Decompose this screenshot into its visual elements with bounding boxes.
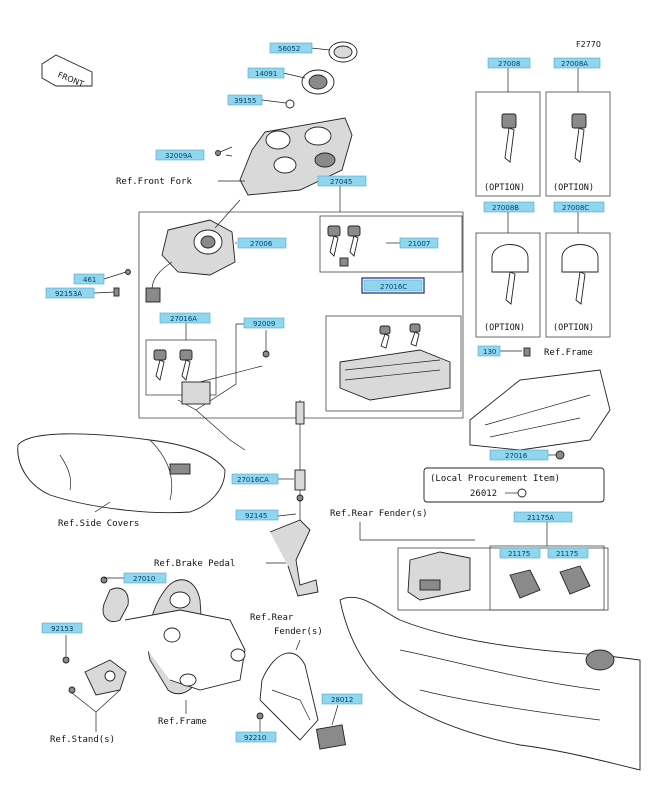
rear-fender-flap: [259, 652, 347, 750]
callout-21175a: 21175A: [513, 511, 573, 523]
seat-lock-cable: [294, 400, 306, 502]
svg-text:21175: 21175: [508, 550, 530, 558]
svg-text:27008B: 27008B: [492, 204, 519, 212]
callout-27010: 27010: [123, 572, 167, 584]
callout-92153a: 92153A: [45, 287, 95, 299]
svg-text:27010: 27010: [133, 575, 155, 583]
rear-frame-section: [469, 347, 611, 460]
callout-92145: 92145: [235, 509, 279, 521]
key-set-box: [319, 215, 463, 273]
svg-text:92210: 92210: [244, 734, 266, 742]
ref-front-fork: Ref.Front Fork: [116, 177, 192, 187]
license-light: [407, 551, 471, 601]
svg-text:92153A: 92153A: [55, 290, 82, 298]
key-set-27045: [327, 225, 361, 267]
ref-rear-fender-mid-2: Fender(s): [274, 627, 323, 637]
svg-text:27008: 27008: [498, 60, 520, 68]
frame-bracket: [100, 576, 246, 695]
svg-text:39155: 39155: [234, 97, 256, 105]
callout-39155: 39155: [227, 94, 263, 106]
svg-text:28012: 28012: [331, 696, 353, 704]
callout-27016: 27016: [489, 449, 549, 461]
rear-fender: [339, 596, 641, 771]
callout-130: 130: [477, 345, 501, 357]
figure-code: F2770: [576, 40, 601, 49]
ref-frame-bottom: Ref.Frame: [158, 717, 207, 727]
callout-28012: 28012: [321, 693, 363, 705]
callout-21175-1: 21175: [499, 547, 541, 559]
callout-21007: 21007: [399, 237, 439, 249]
key-module-box: [325, 315, 462, 412]
callout-27008c: 27008C: [553, 201, 605, 213]
key-pair-box: [145, 339, 217, 396]
svg-text:461: 461: [83, 276, 96, 284]
ref-frame-right: Ref.Frame: [544, 348, 593, 358]
option-label-4: (OPTION): [553, 323, 594, 333]
key-module-27016c: [339, 323, 451, 401]
assembly-outline: [138, 211, 464, 419]
svg-text:27016CA: 27016CA: [237, 476, 269, 484]
ref-brake-pedal: Ref.Brake Pedal: [154, 559, 235, 569]
highlight-frame: [361, 277, 425, 294]
brake-pedal: [269, 500, 319, 597]
svg-text:27045: 27045: [330, 178, 352, 186]
callout-27016ca: 27016CA: [231, 473, 279, 485]
option-label-2: (OPTION): [553, 183, 594, 193]
callout-92153: 92153: [41, 622, 83, 634]
svg-text:92009: 92009: [253, 320, 275, 328]
svg-text:56052: 56052: [278, 45, 300, 53]
callout-27045: 27045: [317, 175, 367, 187]
svg-text:27008C: 27008C: [562, 204, 589, 212]
ref-stand: Ref.Stand(s): [50, 735, 115, 745]
ref-side-covers: Ref.Side Covers: [58, 519, 139, 529]
callout-21175-2: 21175: [547, 547, 589, 559]
svg-text:21175A: 21175A: [527, 514, 554, 522]
svg-text:130: 130: [483, 348, 496, 356]
lamp-lens-pair: [509, 565, 591, 599]
callout-14091: 14091: [247, 67, 285, 79]
side-cover: [17, 433, 226, 514]
callout-56052: 56052: [269, 42, 313, 54]
svg-text:27016C: 27016C: [380, 283, 407, 291]
option-keys: [475, 91, 611, 338]
ref-rear-fender-top: Ref.Rear Fender(s): [330, 509, 428, 519]
front-arrow-icon: FRONT: [41, 54, 93, 89]
local-procurement-title: (Local Procurement Item): [430, 474, 560, 484]
svg-text:21175: 21175: [556, 550, 578, 558]
callout-92009: 92009: [243, 317, 285, 329]
ignition-switch: [145, 199, 241, 303]
callout-27016c: 27016C: [363, 279, 423, 292]
svg-text:32009A: 32009A: [165, 152, 192, 160]
svg-text:27008A: 27008A: [561, 60, 588, 68]
svg-text:27016A: 27016A: [170, 315, 197, 323]
local-procurement-code: 26012: [470, 489, 497, 499]
svg-text:27006: 27006: [250, 240, 273, 248]
steering-head-assembly: [215, 41, 358, 196]
key-pair-27016a: [153, 349, 193, 381]
option-label-3: (OPTION): [484, 323, 525, 333]
option-label-1: (OPTION): [484, 183, 525, 193]
svg-text:14091: 14091: [255, 70, 277, 78]
svg-text:27016: 27016: [505, 452, 528, 460]
svg-text:92145: 92145: [245, 512, 267, 520]
callout-27016a: 27016A: [159, 312, 211, 324]
ref-rear-fender-mid-1: Ref.Rear: [250, 613, 294, 623]
callout-27006: 27006: [237, 237, 287, 249]
callout-461: 461: [73, 273, 105, 285]
svg-text:21007: 21007: [408, 240, 430, 248]
side-stand-switch: [62, 656, 127, 696]
local-procurement-box: [423, 467, 605, 503]
svg-text:92153: 92153: [51, 625, 73, 633]
callout-32009a: 32009A: [155, 149, 205, 161]
callout-92210: 92210: [235, 731, 277, 743]
callout-27008b: 27008B: [483, 201, 535, 213]
seat-lock: [181, 381, 211, 405]
callout-27008: 27008: [487, 57, 531, 69]
callout-27008a: 27008A: [553, 57, 601, 69]
